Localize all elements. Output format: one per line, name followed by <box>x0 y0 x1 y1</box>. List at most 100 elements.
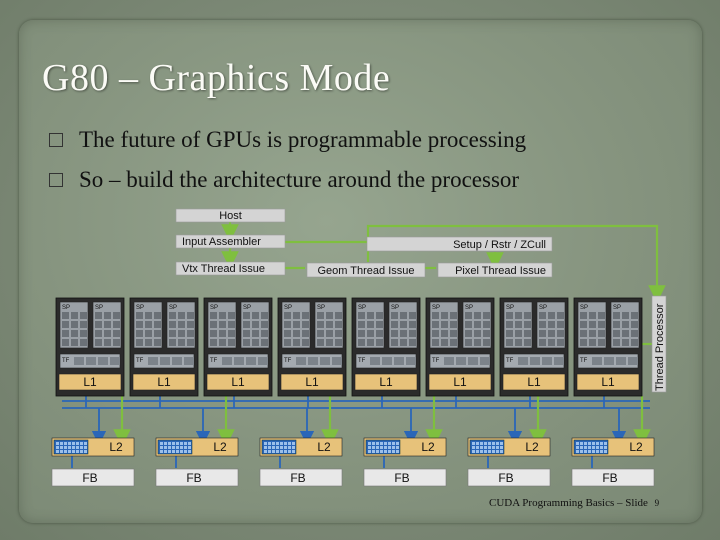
l2-cell <box>268 442 271 445</box>
l2-cell <box>176 450 179 453</box>
sp-core <box>598 339 605 346</box>
tf-unit <box>456 357 466 365</box>
sp-label: SP <box>539 305 547 311</box>
sp-label: SP <box>391 305 399 311</box>
sp-core <box>154 330 161 337</box>
l1-label: L1 <box>231 375 245 389</box>
sp-core <box>358 312 365 319</box>
sp-core <box>432 321 439 328</box>
tf-unit <box>406 357 416 365</box>
tf-label: TF <box>506 358 514 364</box>
sp-core <box>187 312 194 319</box>
sp-label: SP <box>613 305 621 311</box>
sp-core <box>113 339 120 346</box>
sp-core <box>326 339 333 346</box>
sp-core <box>409 330 416 337</box>
sp-core <box>557 321 564 328</box>
sp-core <box>71 321 78 328</box>
sp-core <box>104 330 111 337</box>
sp-core <box>154 321 161 328</box>
sp-core <box>506 330 513 337</box>
l2-cell <box>492 450 495 453</box>
tf-unit <box>530 357 540 365</box>
sp-core <box>326 321 333 328</box>
sp-core <box>631 330 638 337</box>
sp-core <box>243 312 250 319</box>
tf-unit <box>184 357 194 365</box>
sp-core <box>376 312 383 319</box>
sp-label: SP <box>243 305 251 311</box>
sp-core <box>474 339 481 346</box>
bullet-2: So – build the architecture around the p… <box>49 167 519 193</box>
sp-core <box>80 312 87 319</box>
l2-cell <box>276 450 279 453</box>
l2-cell <box>604 446 607 449</box>
l2-cell <box>388 450 391 453</box>
sp-core <box>302 321 309 328</box>
l2-cell <box>160 442 163 445</box>
l2-cell <box>76 442 79 445</box>
l1-label: L1 <box>305 375 319 389</box>
l2-cell <box>284 446 287 449</box>
sp-core <box>62 312 69 319</box>
sp-core <box>252 312 259 319</box>
sp-core <box>113 321 120 328</box>
sp-core <box>169 339 176 346</box>
sp-core <box>113 312 120 319</box>
l2-cell <box>276 446 279 449</box>
sp-core <box>557 330 564 337</box>
sp-core <box>400 330 407 337</box>
sp-core <box>450 321 457 328</box>
sp-core <box>145 330 152 337</box>
tf-unit <box>222 357 232 365</box>
l2-cell <box>60 446 63 449</box>
tf-unit <box>234 357 244 365</box>
sp-core <box>95 321 102 328</box>
l1-cache <box>428 373 492 391</box>
sp-core <box>145 312 152 319</box>
l2-cell <box>472 446 475 449</box>
sp-core <box>409 339 416 346</box>
l2-cell <box>180 446 183 449</box>
sp-core <box>136 339 143 346</box>
sp-core <box>293 330 300 337</box>
l2-cell <box>376 442 379 445</box>
sp-core <box>598 321 605 328</box>
sp-core <box>524 321 531 328</box>
l2-cell <box>596 442 599 445</box>
l2-cell <box>280 442 283 445</box>
sp-label: SP <box>465 305 473 311</box>
l2-cell <box>56 442 59 445</box>
sp-core <box>539 339 546 346</box>
tf-unit <box>480 357 490 365</box>
sp-core <box>284 330 291 337</box>
sp-core <box>136 321 143 328</box>
l2-cell <box>72 446 75 449</box>
tf-unit <box>320 357 330 365</box>
sp-core <box>104 321 111 328</box>
sp-core <box>589 312 596 319</box>
sp-label: SP <box>210 305 218 311</box>
bullet-1-text: The future of GPUs is programmable proce… <box>79 127 527 152</box>
sp-core <box>169 321 176 328</box>
l2-cell <box>84 450 87 453</box>
l2-cell <box>392 450 395 453</box>
geom-thread-issue-box <box>306 262 426 278</box>
sp-core <box>326 330 333 337</box>
sp-core <box>483 321 490 328</box>
l2-cell <box>488 446 491 449</box>
l2-cell <box>72 442 75 445</box>
sp-core <box>515 321 522 328</box>
l2-cell <box>80 446 83 449</box>
l2-cell <box>484 450 487 453</box>
l2-cell <box>576 446 579 449</box>
sp-core <box>284 312 291 319</box>
l1-label: L1 <box>527 375 541 389</box>
tf-unit <box>370 357 380 365</box>
l2-label: L2 <box>421 440 435 454</box>
sp-core <box>219 339 226 346</box>
sp-core <box>557 312 564 319</box>
l2-cell <box>396 446 399 449</box>
